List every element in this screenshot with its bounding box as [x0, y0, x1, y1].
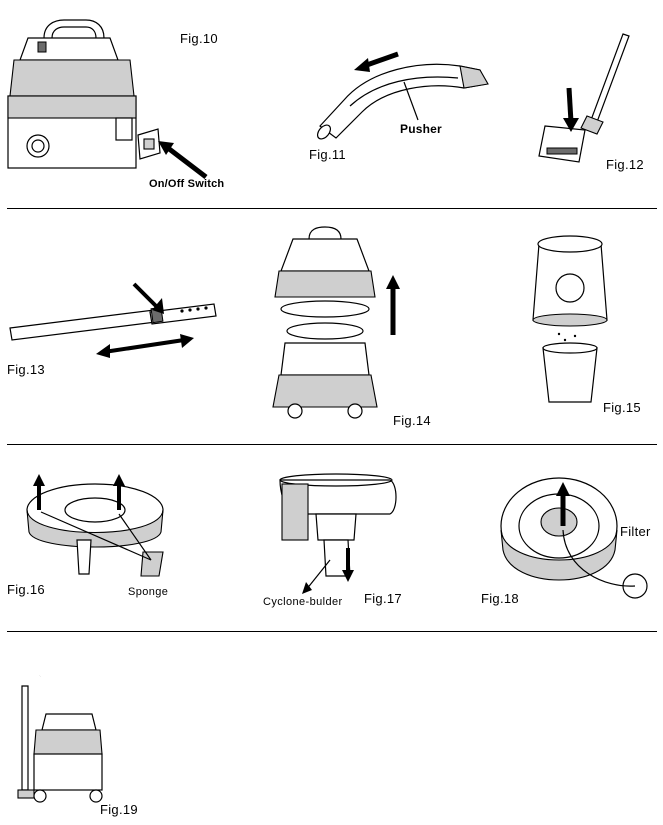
- fig14-exploded-vacuum: [272, 226, 400, 419]
- fig12-nozzle-illustration: [538, 33, 630, 163]
- fig10-vacuum-illustration: [7, 19, 137, 169]
- fig19-assembled-vacuum: [17, 657, 132, 803]
- fig11-caption: Fig.11: [309, 147, 346, 162]
- fig17-caption: Fig.17: [364, 591, 402, 606]
- fig16-caption: Fig.16: [7, 582, 45, 597]
- fig13-tube-illustration: [9, 282, 217, 358]
- fig11-hose-illustration: [316, 51, 489, 140]
- divider-row-2: [7, 444, 657, 445]
- fig12-caption: Fig.12: [606, 157, 644, 172]
- divider-row-1: [7, 208, 657, 209]
- fig10-caption: Fig.10: [180, 31, 218, 46]
- fig15-caption: Fig.15: [603, 400, 641, 415]
- pusher-label: Pusher: [400, 122, 442, 136]
- fig10-switch-closeup: [137, 128, 208, 179]
- fig14-caption: Fig.14: [393, 413, 431, 428]
- sponge-label: Sponge: [128, 586, 169, 598]
- fig18-filter-removal: [500, 477, 648, 599]
- divider-row-3: [7, 631, 657, 632]
- fig18-caption: Fig.18: [481, 591, 519, 606]
- on-off-switch-label: On/Off Switch: [149, 178, 225, 190]
- fig19-caption: Fig.19: [100, 802, 138, 817]
- cyclone-builder-label: Cyclone-bulder: [263, 596, 343, 608]
- fig16-sponge-tray: [26, 474, 164, 577]
- fig13-caption: Fig.13: [7, 362, 45, 377]
- fig17-cyclone-builder: [279, 473, 397, 594]
- fig15-emptying-illustration: [532, 235, 608, 403]
- filter-label: Filter: [620, 524, 651, 539]
